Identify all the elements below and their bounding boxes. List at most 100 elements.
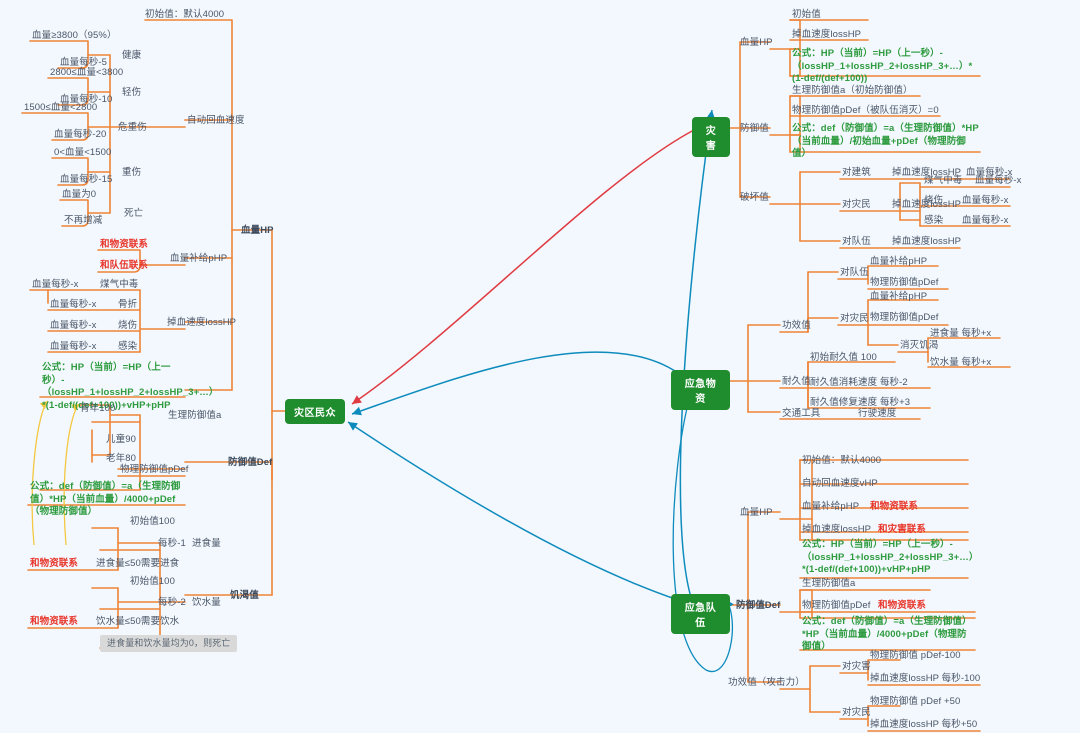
hp-state-name-1[interactable]: 轻伤 [122, 87, 142, 98]
team-def-pdef-link[interactable]: 和物资联系 [878, 600, 927, 611]
team-attack-victims-target[interactable]: 对灾民 [842, 707, 871, 718]
formula-def-team[interactable]: 公式：def（防御值）=a（生理防御值）*HP（当前血量）/4000+pDef（… [802, 616, 967, 652]
link-water-supplies[interactable]: 和物资联系 [30, 616, 79, 627]
hp-state-rate-3[interactable]: 血量每秒-15 [60, 174, 113, 185]
root-node-disaster[interactable]: 灾害 [692, 117, 730, 157]
losshp-rate-1[interactable]: 血量每秒-x [50, 299, 97, 310]
supplies-vehicle-value[interactable]: 行驶速度 [858, 408, 897, 419]
food-warn[interactable]: 进食量≤50需要进食 [96, 558, 180, 569]
damage-victims-rate-1[interactable]: 血量每秒-x [962, 195, 1009, 206]
damage-team-target[interactable]: 对队伍 [842, 236, 871, 247]
label-pdef[interactable]: 物理防御值pDef [120, 464, 189, 475]
losshp-cause-1[interactable]: 骨折 [118, 299, 138, 310]
team-hp-php[interactable]: 血量补给pHP [802, 501, 860, 512]
supplies-effect-victims-item-0[interactable]: 血量补给pHP [870, 291, 928, 302]
food-rate[interactable]: 每秒-1 [158, 538, 186, 549]
losshp-rate-3[interactable]: 血量每秒-x [50, 341, 97, 352]
hp-state-rate-0[interactable]: 血量每秒-5 [60, 57, 108, 68]
disaster-damage-label[interactable]: 破坏值 [740, 192, 769, 203]
damage-team-effect[interactable]: 掉血速度lossHP [892, 236, 962, 247]
label-hunger[interactable]: 饥渴值 [230, 590, 259, 601]
physio-elder[interactable]: 老年80 [106, 453, 136, 464]
team-attack-label[interactable]: 功效值（攻击力） [728, 677, 805, 688]
root-node-civilians[interactable]: 灾区民众 [285, 399, 345, 424]
hp-state-name-0[interactable]: 健康 [122, 50, 142, 61]
hunger-death-note[interactable]: 进食量和饮水量均为0，则死亡 [100, 635, 238, 652]
physio-child[interactable]: 儿童90 [106, 434, 136, 445]
team-hp-php-link[interactable]: 和物资联系 [870, 501, 919, 512]
disaster-hp-losshp[interactable]: 掉血速度lossHP [792, 29, 862, 40]
damage-victims-cause-2[interactable]: 感染 [924, 215, 944, 226]
damage-victims-rate-0[interactable]: 血量每秒-x [975, 175, 1022, 186]
damage-victims-cause-1[interactable]: 烧伤 [924, 195, 944, 206]
disaster-hp-initial[interactable]: 初始值 [792, 9, 821, 20]
disaster-def-pdef[interactable]: 物理防御值pDef（被队伍消灭）=0 [792, 105, 939, 116]
supplies-hunger-item-0[interactable]: 进食量 每秒+x [930, 328, 992, 339]
damage-victims-cause-0[interactable]: 煤气中毒 [924, 175, 963, 186]
damage-victims-rate-2[interactable]: 血量每秒-x [962, 215, 1009, 226]
label-water[interactable]: 饮水量 [192, 597, 221, 608]
hp-state-condition-2[interactable]: 1500≤血量<2800 [24, 102, 98, 113]
losshp-cause-2[interactable]: 烧伤 [118, 320, 138, 331]
link-php-supplies[interactable]: 和物资联系 [100, 239, 149, 250]
formula-hp-disaster[interactable]: 公式：HP（当前）=HP（上一秒）-（lossHP_1+lossHP_2+los… [792, 48, 973, 84]
hp-state-condition-1[interactable]: 2800≤血量<3800 [50, 67, 124, 78]
label-def[interactable]: 防御值Def [228, 457, 273, 468]
supplies-effect-team-item-1[interactable]: 物理防御值pDef [870, 277, 939, 288]
water-initial[interactable]: 初始值100 [130, 576, 175, 587]
water-rate[interactable]: 每秒-2 [158, 597, 186, 608]
supplies-effect-victims-target[interactable]: 对灾民 [840, 313, 869, 324]
losshp-rate-0[interactable]: 血量每秒-x [32, 279, 79, 290]
formula-hp-civilians[interactable]: 公式：HP（当前）=HP（上一秒）-（lossHP_1+lossHP_2+los… [42, 362, 219, 411]
hp-state-name-4[interactable]: 死亡 [124, 208, 144, 219]
supplies-hunger-label[interactable]: 消灭饥渴 [900, 340, 939, 351]
hp-state-condition-3[interactable]: 0<血量<1500 [54, 147, 112, 158]
link-php-team[interactable]: 和队伍联系 [100, 260, 149, 271]
supplies-durability-item-0[interactable]: 初始耐久值 100 [810, 352, 877, 363]
team-def-pdef[interactable]: 物理防御值pDef [802, 600, 871, 611]
label-food[interactable]: 进食量 [192, 538, 221, 549]
hp-state-condition-0[interactable]: 血量≥3800（95%） [32, 30, 117, 41]
root-node-supplies[interactable]: 应急物资 [671, 370, 730, 410]
losshp-cause-0[interactable]: 煤气中毒 [100, 279, 139, 290]
disaster-def-label[interactable]: 防御值 [740, 123, 769, 134]
team-hp-losshp-link[interactable]: 和灾害联系 [878, 524, 927, 535]
disaster-def-physio[interactable]: 生理防御值a（初始防御值） [792, 85, 913, 96]
supplies-durability-item-2[interactable]: 耐久值修复速度 每秒+3 [810, 397, 911, 408]
label-hp[interactable]: 血量HP [241, 225, 274, 236]
label-hp-initial[interactable]: 初始值：默认4000 [145, 9, 225, 20]
supplies-effect-team-target[interactable]: 对队伍 [840, 267, 869, 278]
damage-building-effect[interactable]: 掉血速度lossHP [892, 167, 962, 178]
supplies-effect-victims-item-1[interactable]: 物理防御值pDef [870, 312, 939, 323]
damage-victims-target[interactable]: 对灾民 [842, 199, 871, 210]
hp-state-rate-1[interactable]: 血量每秒-10 [60, 94, 113, 105]
damage-building-rate[interactable]: 血量每秒-x [966, 167, 1013, 178]
water-warn[interactable]: 饮水量≤50需要饮水 [96, 616, 180, 627]
team-def-physio[interactable]: 生理防御值a [802, 578, 856, 589]
team-attack-disaster-item-1[interactable]: 掉血速度lossHP 每秒-100 [870, 673, 981, 684]
supplies-effect-team-item-0[interactable]: 血量补给pHP [870, 256, 928, 267]
team-attack-disaster-item-0[interactable]: 物理防御值 pDef-100 [870, 650, 961, 661]
disaster-hp-label[interactable]: 血量HP [740, 37, 773, 48]
label-physio-def[interactable]: 生理防御值a [168, 410, 222, 421]
team-attack-disaster-target[interactable]: 对灾害 [842, 661, 871, 672]
hp-state-name-3[interactable]: 重伤 [122, 167, 142, 178]
team-hp-vhp[interactable]: 自动回血速度vHP [802, 478, 878, 489]
label-losshp[interactable]: 掉血速度lossHP [167, 317, 237, 328]
hp-state-rate-2[interactable]: 血量每秒-20 [54, 129, 107, 140]
team-def-label[interactable]: 防御值Def [736, 600, 781, 611]
team-hp-label[interactable]: 血量HP [740, 507, 773, 518]
hp-state-name-2[interactable]: 危重伤 [118, 122, 147, 133]
supplies-hunger-item-1[interactable]: 饮水量 每秒+x [930, 357, 992, 368]
losshp-cause-3[interactable]: 感染 [118, 341, 138, 352]
hp-state-rate-4[interactable]: 不再增减 [64, 215, 103, 226]
supplies-durability-label[interactable]: 耐久值 [782, 376, 811, 387]
supplies-vehicle-label[interactable]: 交通工具 [782, 408, 821, 419]
formula-hp-team[interactable]: 公式：HP（当前）=HP（上一秒）-（lossHP_1+lossHP_2+los… [802, 539, 979, 575]
label-php[interactable]: 血量补给pHP [170, 253, 228, 264]
hp-state-condition-4[interactable]: 血量为0 [62, 189, 97, 200]
team-hp-initial[interactable]: 初始值：默认4000 [802, 455, 882, 466]
root-node-team[interactable]: 应急队伍 [671, 594, 730, 634]
supplies-effect-label[interactable]: 功效值 [782, 320, 811, 331]
team-attack-victims-item-0[interactable]: 物理防御值 pDef +50 [870, 696, 961, 707]
